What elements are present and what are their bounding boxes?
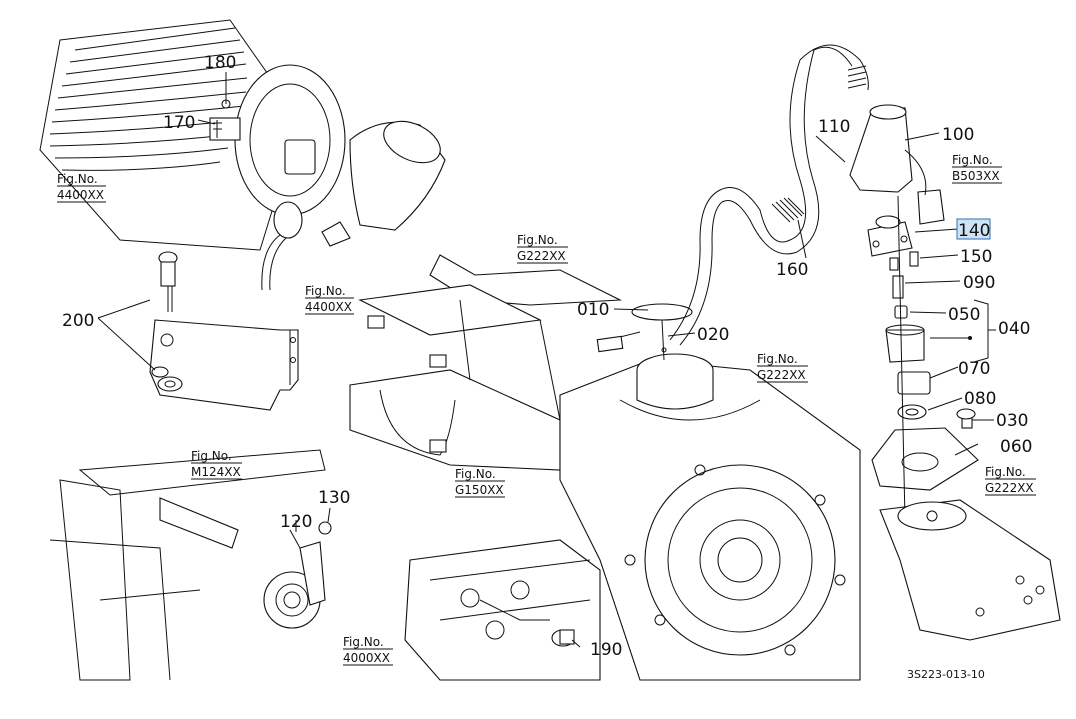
leader-lines	[225, 72, 996, 648]
svg-text:M124XX: M124XX	[191, 465, 241, 479]
air-cleaner-drawing	[39, 19, 446, 291]
fig-ref-g222-a[interactable]: Fig.No. G222XX	[517, 233, 568, 264]
fig-ref-4000[interactable]: Fig.No. 4000XX	[343, 635, 393, 666]
part-label-180[interactable]: 180	[204, 53, 236, 73]
part-labels: 180 170 200 110 100 140 150 160 090 010 …	[62, 53, 1032, 660]
drawing-code: 3S223-013-10	[907, 668, 985, 681]
part-label-080[interactable]: 080	[964, 389, 996, 409]
part-label-200[interactable]: 200	[62, 311, 94, 331]
fig-ref-g222-b[interactable]: Fig.No. G222XX	[757, 352, 808, 383]
cable-160-drawing	[669, 44, 869, 346]
part-label-170[interactable]: 170	[163, 113, 195, 133]
highlight-marker	[956, 218, 991, 240]
svg-text:Fig.No.: Fig.No.	[757, 352, 798, 366]
svg-text:4000XX: 4000XX	[343, 651, 390, 665]
fig-ref-g150[interactable]: Fig.No. G150XX	[455, 467, 505, 498]
svg-text:Fig.No.: Fig.No.	[343, 635, 384, 649]
part-label-010[interactable]: 010	[577, 300, 609, 320]
svg-text:G222XX: G222XX	[757, 368, 806, 382]
svg-text:Fig.No.: Fig.No.	[57, 172, 98, 186]
part-label-040[interactable]: 040	[998, 319, 1030, 339]
horn-drawing	[49, 449, 332, 681]
fig-refs: Fig.No. 4400XX Fig.No. 4400XX Fig.No. G2…	[57, 153, 1036, 666]
svg-text:4400XX: 4400XX	[57, 188, 104, 202]
part-label-140[interactable]: 140	[958, 221, 990, 241]
svg-text:Fig.No.: Fig.No.	[517, 233, 558, 247]
part-label-090[interactable]: 090	[963, 273, 995, 293]
svg-text:Fig.No.: Fig.No.	[952, 153, 993, 167]
part-label-100[interactable]: 100	[942, 125, 974, 145]
part-label-130[interactable]: 130	[318, 488, 350, 508]
part-label-190[interactable]: 190	[590, 640, 622, 660]
part-label-160[interactable]: 160	[776, 260, 808, 280]
svg-text:B503XX: B503XX	[952, 169, 1000, 183]
svg-text:G222XX: G222XX	[985, 481, 1034, 495]
lower-housing-drawing	[879, 499, 1061, 641]
part-label-120[interactable]: 120	[280, 512, 312, 532]
part-label-110[interactable]: 110	[818, 117, 850, 137]
part-label-050[interactable]: 050	[948, 305, 980, 325]
svg-text:Fig.No.: Fig.No.	[985, 465, 1026, 479]
svg-text:Fig.No.: Fig.No.	[191, 449, 232, 463]
part-label-070[interactable]: 070	[958, 359, 990, 379]
transmission-housing-drawing	[559, 303, 861, 681]
fig-ref-g222-c[interactable]: Fig.No. G222XX	[985, 465, 1036, 496]
fig-ref-b503[interactable]: Fig.No. B503XX	[952, 153, 1002, 184]
bracket-drawing	[97, 251, 299, 411]
fig-ref-m124[interactable]: Fig.No. M124XX	[191, 449, 242, 480]
fig-ref-4400-b[interactable]: Fig.No. 4400XX	[305, 284, 354, 315]
svg-text:G150XX: G150XX	[455, 483, 504, 497]
part-label-060[interactable]: 060	[1000, 437, 1032, 457]
svg-text:Fig.No.: Fig.No.	[305, 284, 346, 298]
engine-block-drawing	[404, 539, 601, 681]
hitch-frame-drawing	[349, 254, 641, 471]
fig-ref-4400-a[interactable]: Fig.No. 4400XX	[57, 172, 106, 203]
svg-text:G222XX: G222XX	[517, 249, 566, 263]
part-label-020[interactable]: 020	[697, 325, 729, 345]
svg-text:4400XX: 4400XX	[305, 300, 352, 314]
sensor-assembly-drawing	[849, 104, 979, 521]
part-label-150[interactable]: 150	[960, 247, 992, 267]
part-label-030[interactable]: 030	[996, 411, 1028, 431]
svg-text:Fig.No.: Fig.No.	[455, 467, 496, 481]
